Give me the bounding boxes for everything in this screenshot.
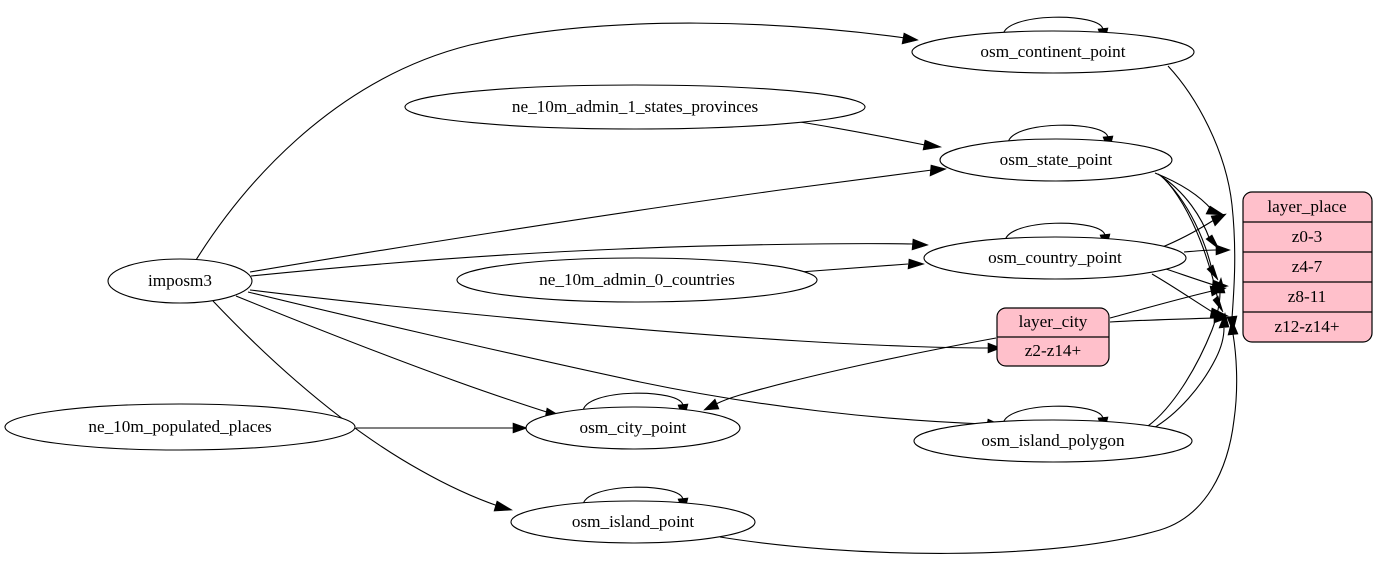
node-osm_continent_point[interactable]: osm_continent_point — [911, 30, 1195, 74]
edge-osm_country_point-to-layer_place-z0-3 — [1159, 213, 1227, 249]
edge-imposm3-to-osm_state_point — [249, 164, 947, 273]
edge-osm_island_polygon-to-layer_place-z8-11 — [1147, 277, 1226, 427]
record-row-layer_place-z12-z14[interactable]: z12-z14+ — [1274, 317, 1339, 336]
edge-ne_10m_admin_1_states_provinces-to-osm_state_point — [799, 121, 943, 151]
node-label-osm_continent_point: osm_continent_point — [980, 42, 1125, 61]
edge-ne_10m_populated_places-to-osm_city_point — [356, 422, 528, 434]
edges-layer — [195, 16, 1239, 554]
record-row-layer_place-z8-11[interactable]: z8-11 — [1288, 287, 1327, 306]
edge-imposm3-to-layer_city — [249, 289, 1002, 354]
record-node-layer_place[interactable]: layer_place z0-3 z4-7 z8-11 z12-z14+ — [1242, 191, 1373, 343]
nodes-layer: imposm3 ne_10m_admin_1_states_provinces … — [4, 30, 1373, 544]
record-row-layer_city-header: layer_city — [1019, 312, 1088, 331]
node-ne_10m_populated_places[interactable]: ne_10m_populated_places — [4, 403, 356, 451]
record-node-layer_city[interactable]: layer_city z2-z14+ — [996, 307, 1110, 367]
edge-layer_city-to-osm_city_point — [703, 337, 997, 411]
edge-imposm3-to-osm_country_point — [250, 238, 929, 277]
node-ne_10m_admin_0_countries[interactable]: ne_10m_admin_0_countries — [456, 257, 818, 303]
edge-ne_10m_admin_0_countries-to-osm_country_point — [799, 258, 925, 273]
node-label-osm_country_point: osm_country_point — [988, 248, 1122, 267]
record-row-layer_place-z4-7[interactable]: z4-7 — [1292, 257, 1323, 276]
node-label-osm_city_point: osm_city_point — [580, 418, 687, 437]
edge-layer_city-to-layer_place-z12 — [1109, 312, 1229, 324]
node-osm_island_polygon[interactable]: osm_island_polygon — [913, 419, 1193, 463]
node-label-osm_island_point: osm_island_point — [572, 512, 694, 531]
node-label-ne_10m_populated_places: ne_10m_populated_places — [88, 417, 272, 436]
record-row-layer_place-z0-3[interactable]: z0-3 — [1292, 227, 1323, 246]
edge-layer_city-to-layer_place-z8-11 — [1109, 285, 1227, 319]
edge-imposm3-to-osm_island_point — [212, 300, 513, 512]
edge-osm_country_point-to-layer_place-z4-7 — [1183, 244, 1231, 256]
node-osm_country_point[interactable]: osm_country_point — [923, 236, 1187, 280]
edge-imposm3-to-osm_city_point — [235, 295, 563, 419]
node-osm_island_point[interactable]: osm_island_point — [510, 500, 756, 544]
edge-osm_continent_point-to-layer_place-z12 — [1167, 65, 1238, 333]
edge-osm_island_polygon-to-layer_place-z12 — [1151, 312, 1230, 430]
edge-imposm3-to-osm_continent_point — [195, 22, 919, 261]
record-row-layer_place-header: layer_place — [1267, 197, 1347, 216]
node-label-osm_island_polygon: osm_island_polygon — [981, 431, 1125, 450]
node-ne_10m_admin_1_states_provinces[interactable]: ne_10m_admin_1_states_provinces — [404, 84, 866, 130]
node-label-ne_10m_admin_1_states_provinces: ne_10m_admin_1_states_provinces — [512, 97, 759, 116]
edge-osm_island_point-to-layer_place-z12 — [719, 319, 1239, 554]
node-imposm3[interactable]: imposm3 — [107, 258, 253, 304]
node-osm_city_point[interactable]: osm_city_point — [525, 406, 741, 450]
node-osm_state_point[interactable]: osm_state_point — [939, 138, 1173, 182]
record-row-layer_city-z2-z14[interactable]: z2-z14+ — [1025, 341, 1081, 360]
node-label-ne_10m_admin_0_countries: ne_10m_admin_0_countries — [539, 270, 735, 289]
node-label-imposm3: imposm3 — [148, 271, 212, 290]
node-label-osm_state_point: osm_state_point — [1000, 150, 1113, 169]
